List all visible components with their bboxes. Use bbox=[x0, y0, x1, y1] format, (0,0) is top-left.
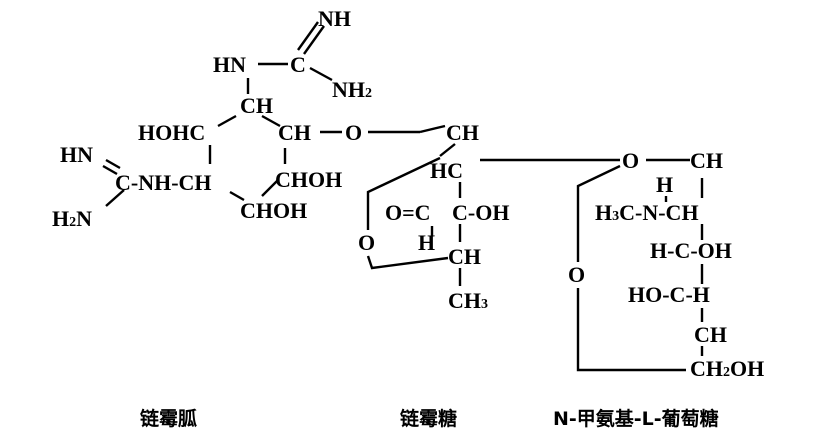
atom: HOHC bbox=[138, 120, 205, 145]
atom: H2N bbox=[52, 206, 92, 231]
atom: HN bbox=[60, 142, 93, 167]
atom: C-OH bbox=[452, 200, 509, 225]
atom: CHOH bbox=[240, 198, 307, 223]
atom: HO-C-H bbox=[628, 282, 710, 307]
captions: 链霉胍 链霉糖 N-甲氨基-L-葡萄糖 bbox=[140, 407, 719, 430]
atom: H-C-OH bbox=[650, 238, 732, 263]
caption-streptidine: 链霉胍 bbox=[140, 407, 197, 430]
atom: CH bbox=[448, 244, 481, 269]
streptidine-atoms: NH HN C NH2 CH HOHC CH O HN C-NH-CH CHOH… bbox=[52, 6, 372, 231]
atom: CH2OH bbox=[690, 356, 764, 381]
atom: CH bbox=[278, 120, 311, 145]
atom: CH bbox=[690, 148, 723, 173]
atom: HC bbox=[430, 158, 463, 183]
atom: NH2 bbox=[332, 77, 372, 102]
atom: C bbox=[290, 52, 306, 77]
atom: NH bbox=[318, 6, 351, 31]
atom: CH bbox=[446, 120, 479, 145]
atom: H3C-N-CH bbox=[595, 200, 699, 225]
streptose-atoms: CH HC O=C C-OH H O CH CH3 bbox=[358, 120, 509, 313]
atom: O bbox=[622, 148, 639, 173]
glucosamine-atoms: O CH H H3C-N-CH H-C-OH HO-C-H O CH CH2OH bbox=[568, 148, 764, 381]
caption-streptose: 链霉糖 bbox=[400, 407, 457, 430]
atom: O bbox=[345, 120, 362, 145]
atom: H bbox=[418, 230, 435, 255]
atom: C-NH-CH bbox=[115, 170, 212, 195]
atom: CH3 bbox=[448, 288, 488, 313]
caption-glucosamine: N-甲氨基-L-葡萄糖 bbox=[553, 407, 719, 430]
atom: HN bbox=[213, 52, 246, 77]
atom: H bbox=[656, 172, 673, 197]
atom: CH bbox=[240, 93, 273, 118]
atom: O bbox=[568, 262, 585, 287]
atom: CH bbox=[694, 322, 727, 347]
bonds bbox=[102, 21, 704, 372]
atom: O=C bbox=[385, 200, 431, 225]
atom: CHOH bbox=[275, 167, 342, 192]
atom: O bbox=[358, 230, 375, 255]
